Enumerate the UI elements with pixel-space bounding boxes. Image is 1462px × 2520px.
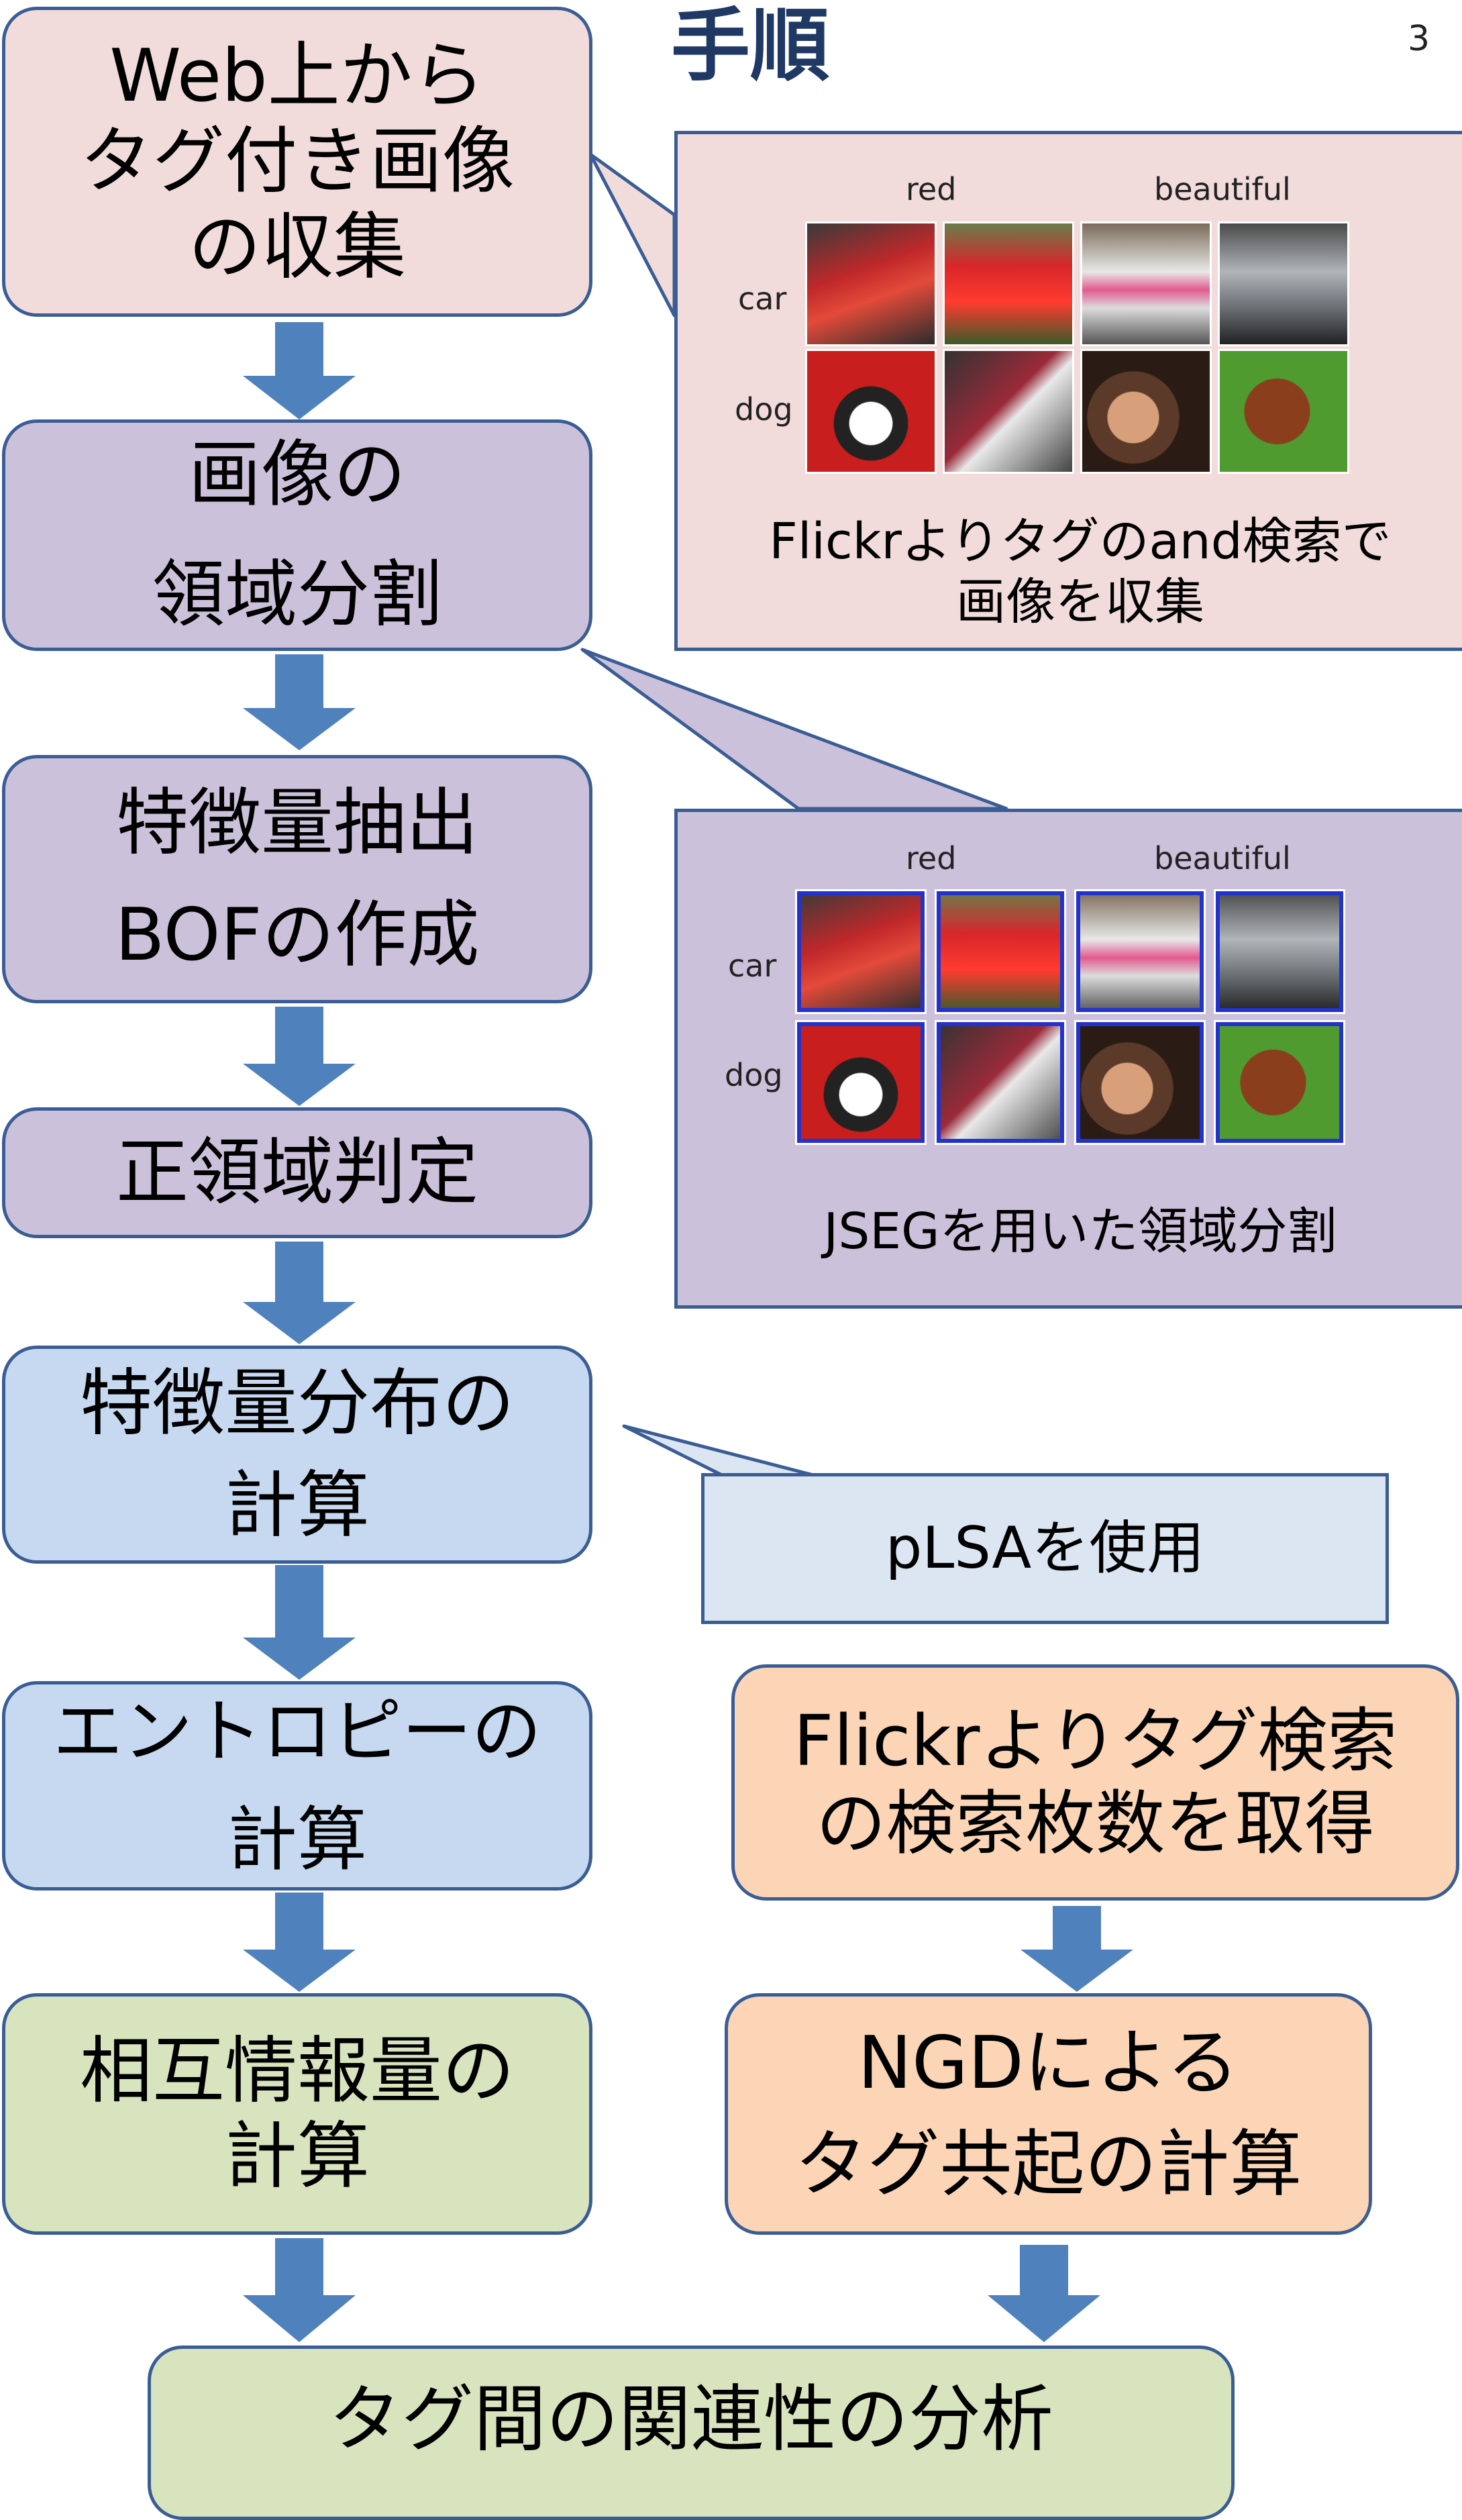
step-ngd-label: NGDによる タグ共起の計算 bbox=[794, 2021, 1302, 2207]
segmented-car-2 bbox=[935, 889, 1066, 1014]
photo-dog-1 bbox=[805, 349, 937, 474]
callout-tail-plsa bbox=[622, 1424, 821, 1478]
photo-car-3 bbox=[1080, 221, 1212, 346]
arrow-segment-to-feature bbox=[243, 654, 356, 750]
step-feature-distribution: 特徴量分布の 計算 bbox=[2, 1346, 592, 1564]
arrow-positive-to-distribution bbox=[243, 1242, 356, 1344]
step-positive-region: 正領域判定 bbox=[2, 1107, 592, 1238]
step-feature-extraction-label: 特徴量抽出 BOFの作成 bbox=[115, 780, 480, 977]
callout-plsa-caption: pLSAを使用 bbox=[885, 1514, 1205, 1582]
segmented-car-3 bbox=[1074, 889, 1206, 1014]
photo-dog-2 bbox=[943, 349, 1074, 474]
step-positive-region-label: 正領域判定 bbox=[115, 1130, 478, 1215]
photo-car-1 bbox=[805, 221, 937, 346]
col-label-red: red bbox=[906, 840, 957, 876]
callout-tail-collection bbox=[588, 152, 676, 317]
step-mutual-information: 相互情報量の 計算 bbox=[2, 1993, 592, 2235]
photo-dog-3 bbox=[1080, 349, 1212, 474]
photo-car-4 bbox=[1218, 221, 1349, 346]
arrow-entropy-to-mutual bbox=[243, 1893, 356, 1992]
segmented-car-1 bbox=[795, 889, 927, 1014]
col-label-red: red bbox=[906, 171, 957, 207]
row-label-car: car bbox=[728, 948, 777, 984]
callout-collection-caption: Flickrよりタグのand検索で 画像を収集 bbox=[769, 513, 1392, 632]
step-entropy: エントロピーの 計算 bbox=[2, 1681, 592, 1891]
callout-plsa: pLSAを使用 bbox=[701, 1473, 1389, 1624]
arrow-collect-to-segment bbox=[243, 322, 356, 419]
row-label-dog: dog bbox=[735, 391, 793, 427]
segmented-car-4 bbox=[1214, 889, 1345, 1014]
step-region-segmentation: 画像の 領域分割 bbox=[2, 419, 592, 651]
step-tag-relation-analysis-label: タグ間の関連性の分析 bbox=[328, 2378, 1053, 2462]
step-image-collection: Web上から タグ付き画像 の収集 bbox=[2, 7, 592, 317]
photo-car-2 bbox=[943, 221, 1074, 346]
step-tag-relation-analysis: タグ間の関連性の分析 bbox=[148, 2346, 1235, 2520]
arrow-feature-to-positive bbox=[243, 1007, 356, 1106]
arrow-ngd-to-final bbox=[988, 2245, 1100, 2342]
step-region-segmentation-label: 画像の 領域分割 bbox=[152, 433, 442, 637]
step-image-collection-label: Web上から タグ付き画像 の収集 bbox=[79, 34, 515, 289]
arrow-mutual-to-final bbox=[243, 2238, 356, 2342]
photo-dog-4 bbox=[1218, 349, 1349, 474]
row-label-car: car bbox=[738, 281, 787, 317]
arrow-distribution-to-entropy bbox=[243, 1565, 356, 1680]
step-entropy-label: エントロピーの 計算 bbox=[52, 1690, 541, 1880]
step-search-count-label: Flickrよりタグ検索 の検索枚数を取得 bbox=[793, 1700, 1398, 1864]
arrow-count-to-ngd bbox=[1021, 1906, 1133, 1992]
row-label-dog: dog bbox=[725, 1057, 783, 1093]
col-label-beautiful: beautiful bbox=[1154, 171, 1291, 207]
segmented-dog-4 bbox=[1214, 1020, 1345, 1145]
step-search-count: Flickrよりタグ検索 の検索枚数を取得 bbox=[731, 1664, 1459, 1901]
slide-title: 手順 bbox=[671, 0, 830, 92]
segmented-dog-3 bbox=[1074, 1020, 1206, 1145]
step-mutual-information-label: 相互情報量の 計算 bbox=[79, 2029, 515, 2199]
step-ngd: NGDによる タグ共起の計算 bbox=[725, 1993, 1372, 2235]
segmented-dog-1 bbox=[795, 1020, 927, 1145]
segmented-dog-2 bbox=[935, 1020, 1066, 1145]
step-feature-distribution-label: 特徴量分布の 計算 bbox=[79, 1362, 515, 1548]
step-feature-extraction: 特徴量抽出 BOFの作成 bbox=[2, 755, 592, 1003]
callout-segmentation-caption: JSEGを用いた領域分割 bbox=[823, 1203, 1337, 1260]
page-number: 3 bbox=[1408, 19, 1430, 59]
col-label-beautiful: beautiful bbox=[1154, 840, 1291, 876]
callout-tail-segmentation bbox=[580, 648, 1008, 811]
